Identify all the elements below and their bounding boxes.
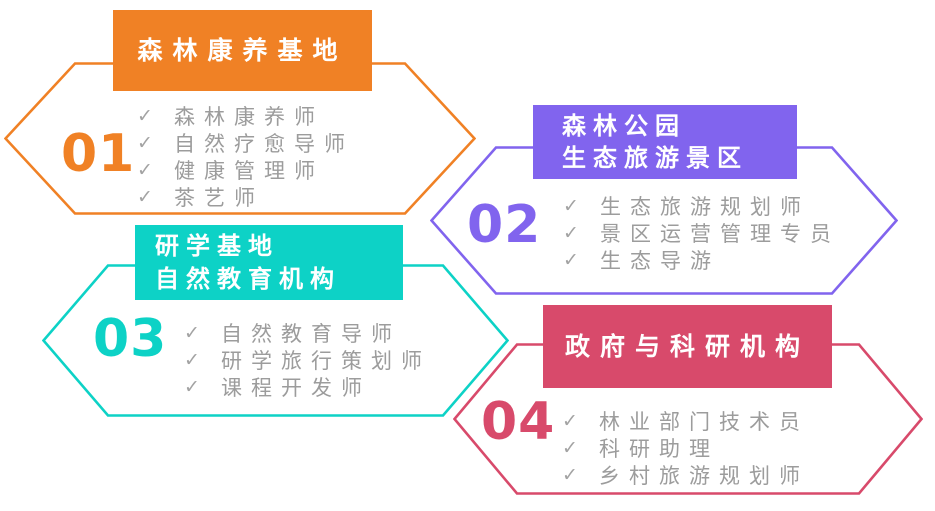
job-label: 生态导游 [600, 248, 720, 273]
hexagon-outline [4, 62, 476, 215]
job-item: ✓ 森林康养师 [137, 102, 354, 129]
job-item: ✓ 林业部门技术员 [562, 407, 809, 434]
group-number: 02 [467, 195, 542, 255]
job-label: 森林康养师 [174, 104, 324, 129]
group-title: 研学基地 自然教育机构 [135, 225, 403, 300]
job-label: 景区运营管理专员 [600, 221, 840, 246]
job-item: ✓ 乡村旅游规划师 [562, 461, 809, 488]
job-item: ✓ 自然疗愈导师 [137, 129, 354, 156]
check-icon: ✓ [137, 104, 153, 127]
job-list: ✓ 森林康养师 ✓ 自然疗愈导师 ✓ 健康管理师 ✓ 茶艺师 [137, 102, 354, 210]
check-icon: ✓ [184, 321, 200, 344]
hexagon-outline [430, 146, 898, 295]
job-list: ✓ 自然教育导师 ✓ 研学旅行策划师 ✓ 课程开发师 [184, 319, 431, 400]
job-item: ✓ 景区运营管理专员 [563, 219, 840, 246]
hexagon-outline [42, 264, 509, 417]
group-title-line: 自然教育机构 [155, 264, 341, 293]
job-label: 自然疗愈导师 [174, 131, 354, 156]
group-number: 01 [61, 124, 136, 184]
job-item: ✓ 研学旅行策划师 [184, 346, 431, 373]
check-icon: ✓ [562, 436, 578, 459]
check-icon: ✓ [184, 375, 200, 398]
job-label: 课程开发师 [221, 375, 371, 400]
group-number: 04 [481, 392, 556, 452]
job-label: 科研助理 [599, 436, 719, 461]
group-title: 森林公园 生态旅游景区 [533, 105, 797, 179]
group-title: 政府与科研机构 [543, 305, 832, 388]
job-label: 自然教育导师 [221, 321, 401, 346]
check-icon: ✓ [137, 158, 153, 181]
job-item: ✓ 生态导游 [563, 246, 840, 273]
job-label: 乡村旅游规划师 [599, 463, 809, 488]
check-icon: ✓ [137, 185, 153, 208]
group-title-line: 森林康养基地 [137, 35, 348, 65]
check-icon: ✓ [562, 409, 578, 432]
group-title-line: 研学基地 [155, 232, 279, 261]
check-icon: ✓ [137, 131, 153, 154]
job-item: ✓ 茶艺师 [137, 183, 354, 210]
group-title-line: 政府与科研机构 [564, 331, 810, 361]
job-item: ✓ 自然教育导师 [184, 319, 431, 346]
group-number: 03 [93, 309, 168, 369]
job-list: ✓ 林业部门技术员 ✓ 科研助理 ✓ 乡村旅游规划师 [562, 407, 809, 488]
job-label: 茶艺师 [174, 185, 264, 210]
group-title: 森林康养基地 [113, 10, 372, 91]
job-label: 生态旅游规划师 [600, 194, 810, 219]
job-label: 研学旅行策划师 [221, 348, 431, 373]
group-title-line: 生态旅游景区 [562, 144, 748, 172]
job-item: ✓ 生态旅游规划师 [563, 192, 840, 219]
check-icon: ✓ [563, 194, 579, 217]
job-label: 健康管理师 [174, 158, 324, 183]
hexagon-outline [453, 343, 923, 495]
job-item: ✓ 课程开发师 [184, 373, 431, 400]
check-icon: ✓ [184, 348, 200, 371]
check-icon: ✓ [563, 248, 579, 271]
check-icon: ✓ [562, 463, 578, 486]
job-item: ✓ 健康管理师 [137, 156, 354, 183]
check-icon: ✓ [563, 221, 579, 244]
group-title-line: 森林公园 [562, 111, 686, 140]
job-item: ✓ 科研助理 [562, 434, 809, 461]
job-list: ✓ 生态旅游规划师 ✓ 景区运营管理专员 ✓ 生态导游 [563, 192, 840, 273]
job-label: 林业部门技术员 [599, 409, 809, 434]
